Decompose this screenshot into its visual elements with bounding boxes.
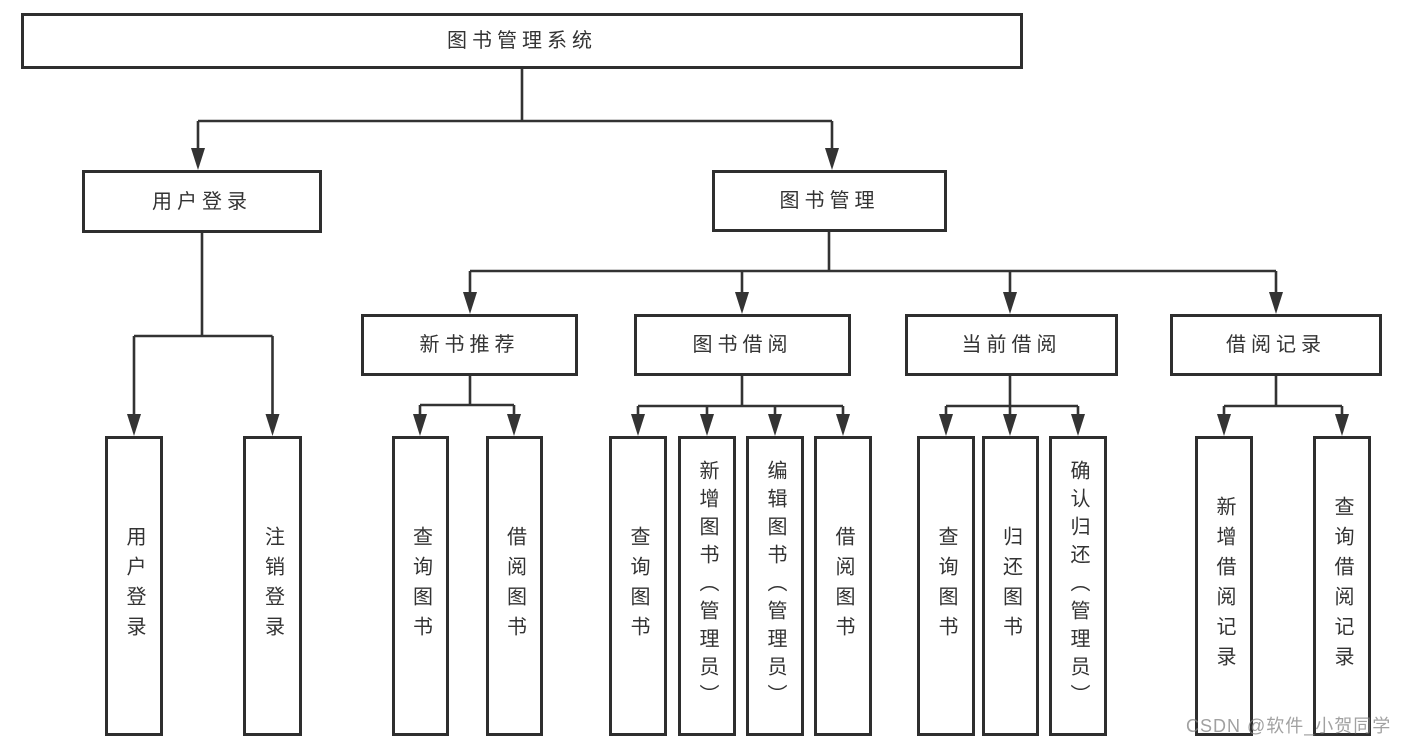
arrowhead-icon <box>1269 292 1283 314</box>
arrowhead-icon <box>700 414 714 436</box>
connector-book-management-children <box>463 232 1283 314</box>
arrowhead-icon <box>1071 414 1085 436</box>
node-label: 查询图书 <box>409 526 432 646</box>
node-label: 借阅图书 <box>503 526 526 646</box>
arrowhead-icon <box>1217 414 1231 436</box>
node-label: 查询借阅记录 <box>1331 496 1353 676</box>
arrowhead-icon <box>191 148 205 170</box>
node-label: 图书借阅 <box>692 334 793 356</box>
connector-user-login-children <box>127 233 280 436</box>
node-label: 归还图书 <box>999 526 1022 646</box>
connector-current-borrowing-children <box>939 376 1085 436</box>
arrowhead-icon <box>413 414 427 436</box>
arrowhead-icon <box>1335 414 1349 436</box>
node-label: 用户登录 <box>152 190 252 213</box>
arrowhead-icon <box>463 292 477 314</box>
node-label: 用户登录 <box>123 526 145 646</box>
arrowhead-icon <box>768 414 782 436</box>
node-query-books-recommend: 查询图书 <box>392 436 449 736</box>
node-label: 新书推荐 <box>419 334 520 356</box>
node-borrow-books-recommend: 借阅图书 <box>486 436 543 736</box>
node-logout: 注销登录 <box>243 436 302 736</box>
node-query-borrow-record: 查询借阅记录 <box>1313 436 1371 736</box>
node-user-login: 用户登录 <box>82 170 322 233</box>
node-label: 图书管理系统 <box>447 30 597 52</box>
node-label: 当前借阅 <box>961 334 1062 356</box>
node-login: 用户登录 <box>105 436 163 736</box>
node-borrowing-records: 借阅记录 <box>1170 314 1382 376</box>
arrowhead-icon <box>836 414 850 436</box>
arrowhead-icon <box>127 414 141 436</box>
arrowhead-icon <box>265 414 280 436</box>
arrowhead-icon <box>631 414 645 436</box>
node-borrow-books-2: 借阅图书 <box>814 436 872 736</box>
node-query-books-borrowing: 查询图书 <box>609 436 667 736</box>
connector-new-book-children <box>413 376 521 436</box>
node-add-borrow-record: 新增借阅记录 <box>1195 436 1253 736</box>
connector-book-borrowing-children <box>631 376 850 436</box>
node-query-books-current: 查询图书 <box>917 436 975 736</box>
node-label: 编辑图书（管理员） <box>764 460 786 712</box>
arrowhead-icon <box>825 148 839 170</box>
connector-root-to-level2 <box>191 69 839 170</box>
arrowhead-icon <box>507 414 521 436</box>
node-return-books: 归还图书 <box>982 436 1039 736</box>
arrowhead-icon <box>735 292 749 314</box>
node-label: 注销登录 <box>261 526 284 646</box>
node-current-borrowing: 当前借阅 <box>905 314 1118 376</box>
node-root: 图书管理系统 <box>21 13 1023 69</box>
node-edit-book-admin: 编辑图书（管理员） <box>746 436 804 736</box>
node-add-book-admin: 新增图书（管理员） <box>678 436 736 736</box>
node-label: 查询图书 <box>935 526 957 646</box>
node-label: 图书管理 <box>779 190 880 212</box>
csdn-watermark: CSDN @软件_小贺同学 <box>1186 716 1392 736</box>
node-label: 新增借阅记录 <box>1213 496 1235 676</box>
arrowhead-icon <box>1003 292 1017 314</box>
arrowhead-icon <box>939 414 953 436</box>
arrowhead-icon <box>1003 414 1017 436</box>
node-label: 借阅记录 <box>1226 334 1326 356</box>
node-label: 确认归还（管理员） <box>1067 460 1089 712</box>
node-label: 借阅图书 <box>832 526 854 646</box>
node-label: 查询图书 <box>627 526 649 646</box>
node-new-book-recommend: 新书推荐 <box>361 314 578 376</box>
node-label: 新增图书（管理员） <box>696 460 718 712</box>
node-confirm-return-admin: 确认归还（管理员） <box>1049 436 1107 736</box>
node-book-borrowing: 图书借阅 <box>634 314 851 376</box>
connector-borrowing-records-children <box>1217 376 1349 436</box>
node-book-management: 图书管理 <box>712 170 947 232</box>
